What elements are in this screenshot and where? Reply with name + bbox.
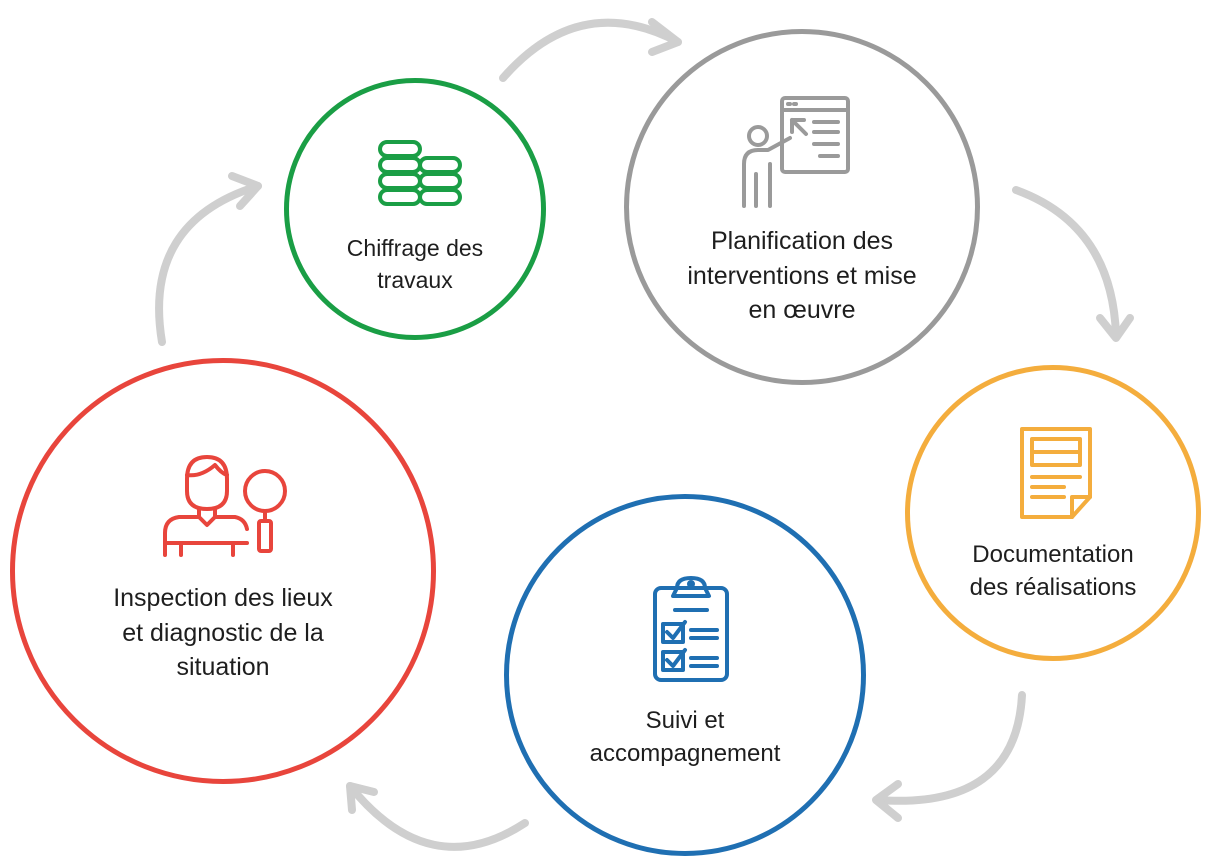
step-label: Inspection des lieux et diagnostic de la…	[113, 584, 333, 681]
step-suivi: Suivi et accompagnement	[504, 494, 866, 856]
arrow-planification-to-documentation	[1012, 186, 1134, 342]
step-label: Chiffrage des travaux	[346, 235, 484, 293]
coins-stack-icon	[378, 140, 462, 206]
step-planification: Planification des interventions et mise …	[624, 29, 980, 385]
step-label: Documentation des réalisations	[969, 541, 1137, 602]
step-label: Suivi et accompagnement	[589, 707, 781, 768]
arrow-chiffrage-to-planification	[499, 18, 682, 82]
arrow-documentation-to-suivi	[872, 691, 1026, 822]
step-chiffrage: Chiffrage des travaux	[284, 78, 546, 340]
step-inspection: Inspection des lieux et diagnostic de la…	[10, 358, 436, 784]
arrow-suivi-to-inspection	[346, 782, 529, 851]
presenter-board-icon	[742, 96, 850, 208]
document-icon	[1020, 427, 1092, 519]
inspector-magnifier-icon	[163, 455, 287, 557]
clipboard-checklist-icon	[653, 576, 729, 682]
step-label: Planification des interventions et mise …	[687, 227, 917, 324]
arrow-inspection-to-chiffrage	[155, 172, 262, 346]
step-documentation: Documentation des réalisations	[905, 365, 1201, 661]
